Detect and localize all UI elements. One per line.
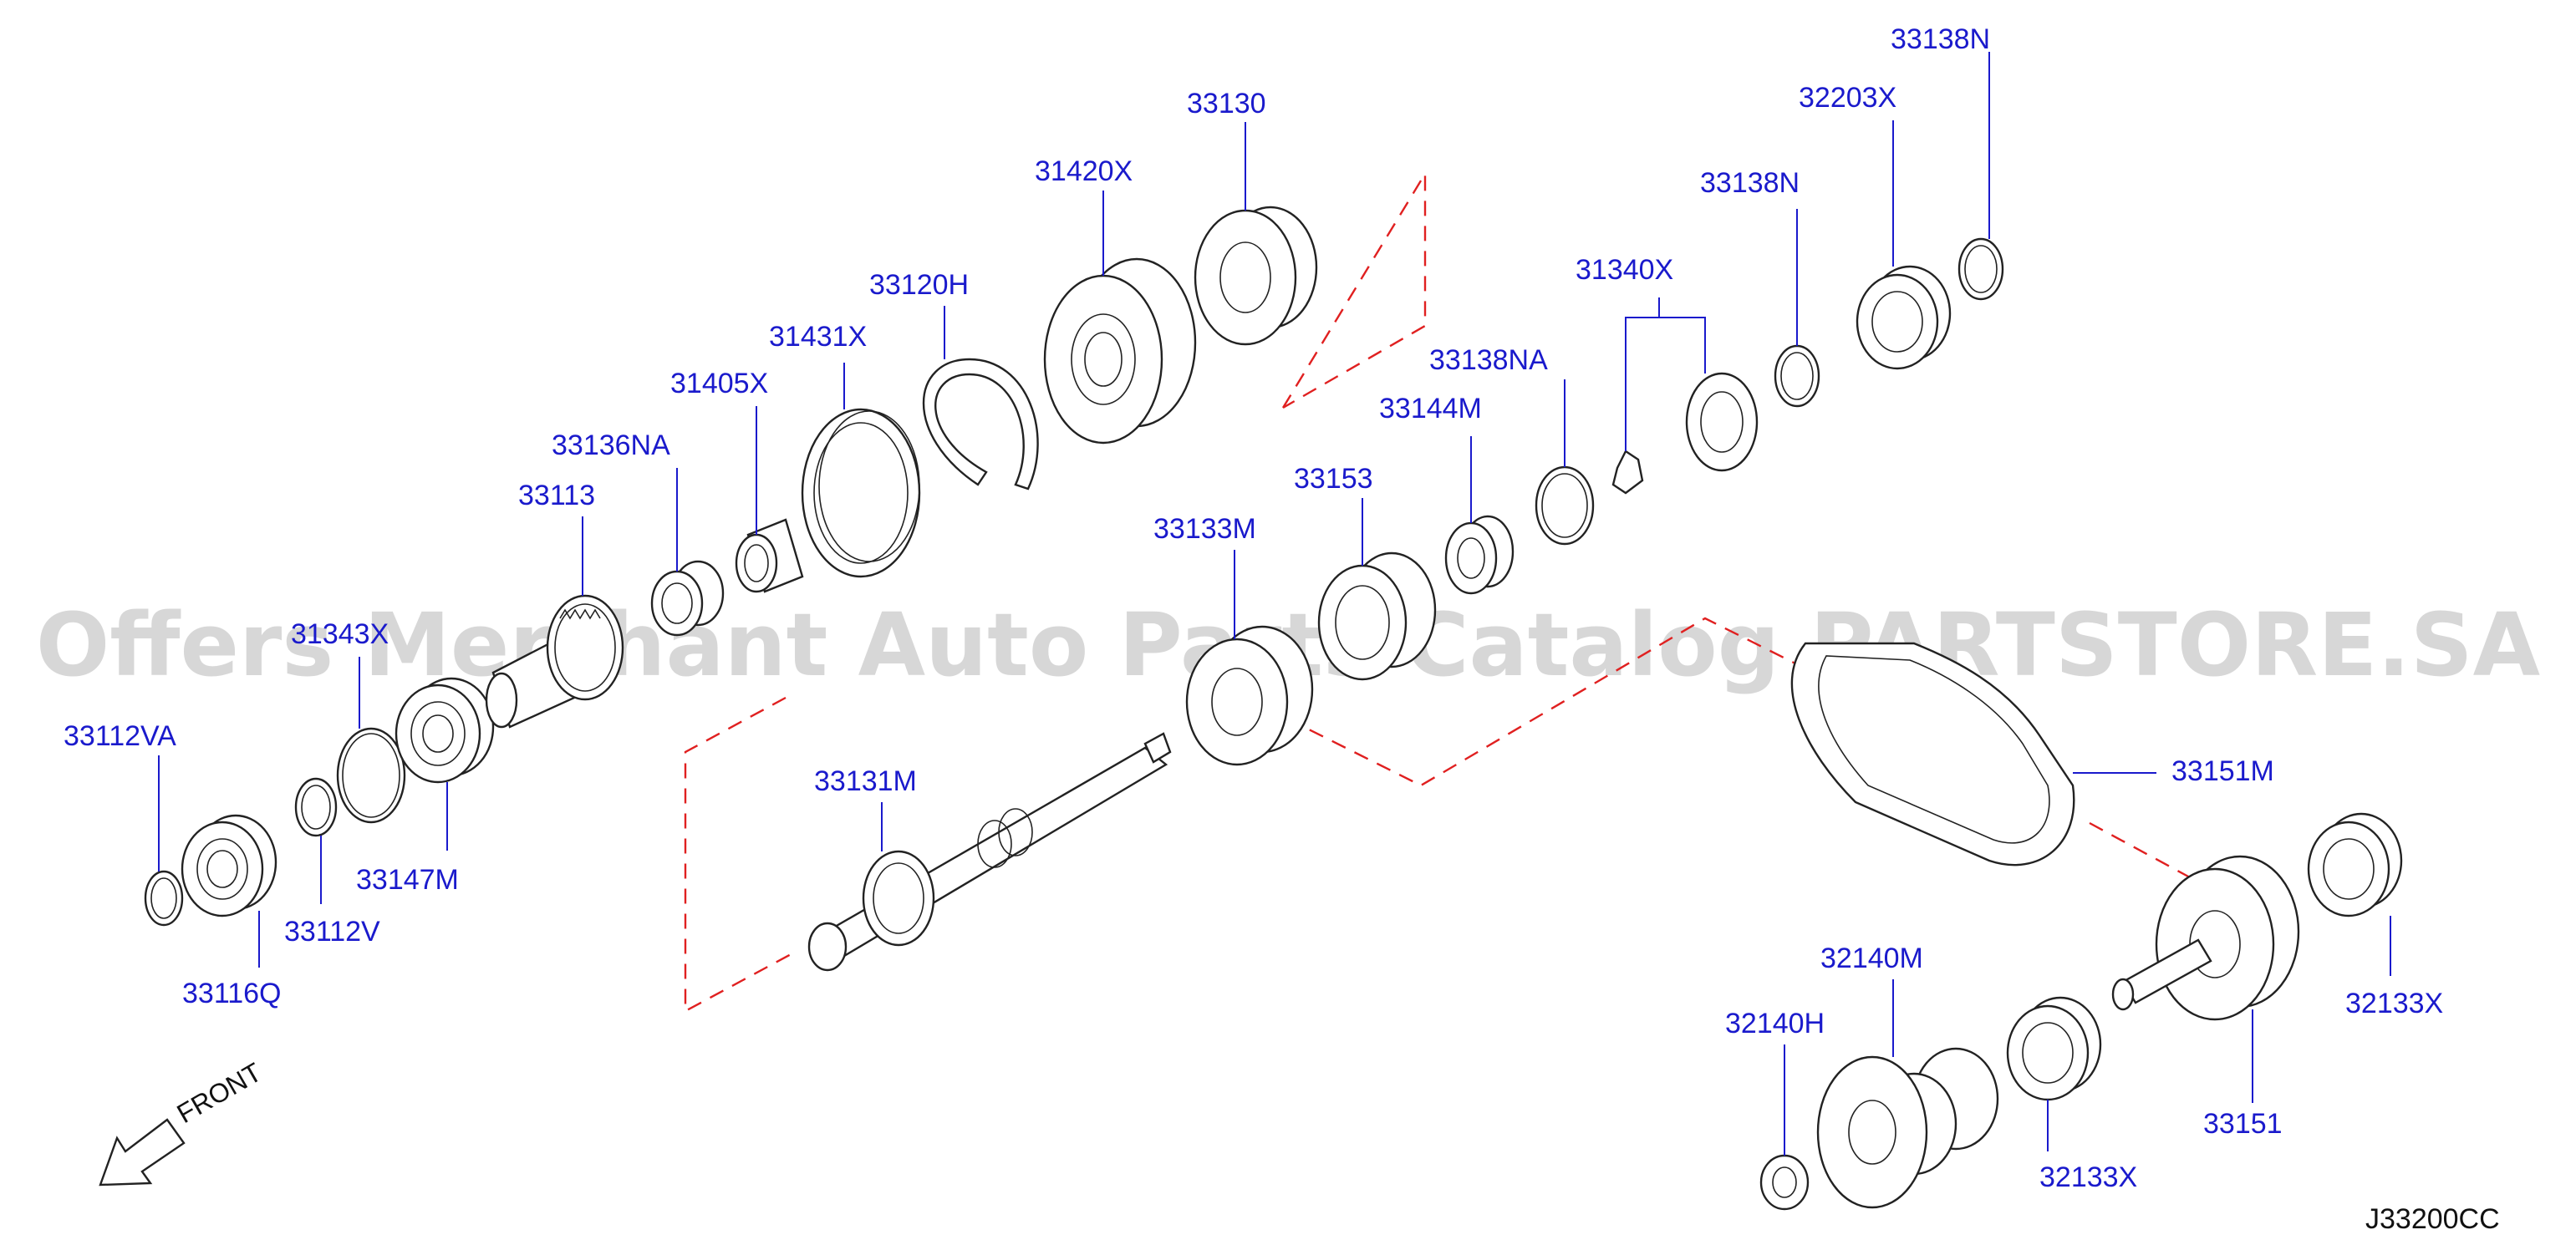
callout-33116q[interactable]: 33116Q bbox=[182, 978, 281, 1009]
callout-31405x[interactable]: 31405X bbox=[670, 368, 768, 399]
diagram-code: J33200CC bbox=[2365, 1203, 2500, 1235]
callout-33138n-b[interactable]: 33138N bbox=[1891, 23, 1990, 55]
callout-labels: 33130 31420X 33120H 31431X 31405X 33136N… bbox=[64, 23, 2443, 1193]
callout-31340x[interactable]: 31340X bbox=[1576, 254, 1673, 286]
callout-33120h[interactable]: 33120H bbox=[869, 269, 969, 301]
input-shaft-33113[interactable] bbox=[485, 594, 624, 729]
callout-33138na[interactable]: 33138NA bbox=[1429, 344, 1548, 376]
snap-ring-33138n-b[interactable] bbox=[1957, 237, 2004, 301]
snap-ring-33112v[interactable] bbox=[294, 777, 338, 837]
bushing-31405x[interactable] bbox=[735, 518, 804, 593]
sun-gear-33130[interactable] bbox=[1194, 206, 1318, 346]
needle-bearing-33136na[interactable] bbox=[650, 560, 725, 637]
callout-32140h[interactable]: 32140H bbox=[1725, 1008, 1825, 1039]
callout-31431x[interactable]: 31431X bbox=[769, 321, 867, 353]
callout-32203x[interactable]: 32203X bbox=[1799, 82, 1896, 114]
snap-ring-33138na[interactable] bbox=[1535, 465, 1595, 546]
planetary-carrier-31420x[interactable] bbox=[1043, 257, 1197, 445]
callout-33131m[interactable]: 33131M bbox=[814, 765, 917, 797]
bearing-32133x-b[interactable] bbox=[2006, 996, 2102, 1101]
callout-33144m[interactable]: 33144M bbox=[1379, 393, 1482, 424]
callout-32140m[interactable]: 32140M bbox=[1820, 943, 1923, 974]
snap-ring-33120h[interactable] bbox=[923, 358, 1039, 490]
callout-33136na[interactable]: 33136NA bbox=[552, 429, 670, 461]
callout-31343x[interactable]: 31343X bbox=[291, 618, 389, 650]
oil-pump-31340x[interactable] bbox=[1611, 372, 1759, 495]
front-label: FRONT bbox=[172, 1057, 267, 1129]
callout-33151m[interactable]: 33151M bbox=[2171, 755, 2274, 787]
callout-33133m[interactable]: 33133M bbox=[1153, 513, 1256, 545]
callout-33112v[interactable]: 33112V bbox=[284, 916, 380, 948]
o-ring-31343x[interactable] bbox=[336, 727, 406, 824]
companion-flange-32140m[interactable] bbox=[1816, 1047, 1999, 1209]
callout-33153[interactable]: 33153 bbox=[1294, 463, 1373, 495]
drive-chain-33151m[interactable] bbox=[1790, 642, 2075, 866]
ring-gear-31431x[interactable] bbox=[801, 408, 921, 578]
mainshaft-33131m[interactable] bbox=[807, 732, 1172, 972]
callout-33151[interactable]: 33151 bbox=[2203, 1108, 2283, 1140]
hub-33144m[interactable] bbox=[1444, 515, 1515, 595]
callout-31420x[interactable]: 31420X bbox=[1035, 155, 1133, 187]
bearing-32203x[interactable] bbox=[1856, 265, 1952, 370]
snap-ring-33138n-a[interactable] bbox=[1774, 344, 1820, 408]
callout-33130[interactable]: 33130 bbox=[1187, 88, 1266, 119]
front-arrow bbox=[99, 1118, 186, 1187]
gear-33133m[interactable] bbox=[1185, 625, 1314, 766]
leader-lines bbox=[158, 52, 2391, 1156]
bearing-32133x-a[interactable] bbox=[2307, 812, 2403, 917]
callout-33147m[interactable]: 33147M bbox=[356, 864, 459, 896]
callout-32133x-a[interactable]: 32133X bbox=[2345, 988, 2443, 1019]
nut-32140h[interactable] bbox=[1759, 1154, 1810, 1211]
callout-33138n-a[interactable]: 33138N bbox=[1700, 167, 1800, 199]
output-sprocket-33151[interactable] bbox=[2111, 855, 2300, 1021]
bearing-33116q[interactable] bbox=[181, 814, 277, 917]
callout-32133x-b[interactable]: 32133X bbox=[2039, 1161, 2137, 1193]
snap-ring-33112va[interactable] bbox=[144, 870, 184, 927]
bearing-33147m[interactable] bbox=[395, 677, 495, 784]
callout-33112va[interactable]: 33112VA bbox=[64, 720, 176, 752]
reference-lines bbox=[684, 170, 2191, 1014]
callout-33113[interactable]: 33113 bbox=[518, 480, 595, 511]
